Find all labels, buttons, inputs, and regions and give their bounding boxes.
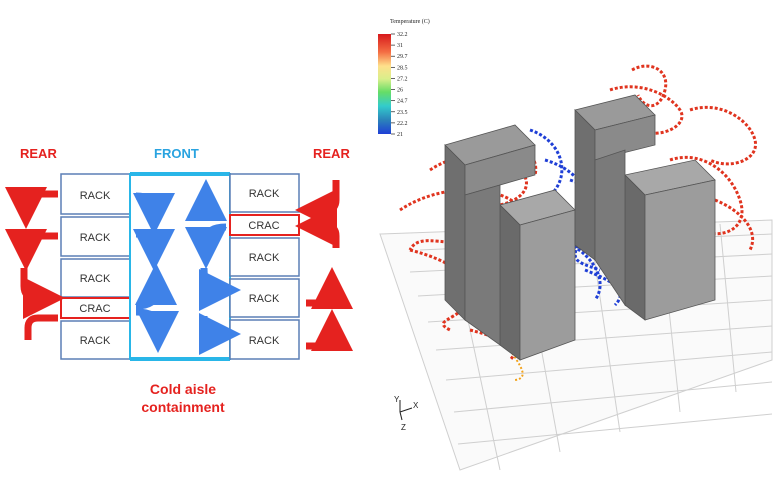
right-box-label-1: RACK (249, 188, 280, 200)
cold-arrow-8 (199, 313, 241, 355)
hot-arrow-right-1 (295, 180, 340, 231)
legend-tick-label: 21 (397, 132, 403, 138)
axes-triad (399, 400, 413, 421)
cold-arrow-7 (199, 267, 241, 311)
caption-line-1: Cold aisle (150, 381, 216, 397)
hot-arrow-right-3 (306, 267, 353, 309)
legend-tick-label: 22.2 (397, 121, 408, 127)
front-label: FRONT (154, 146, 199, 161)
left-box-label-3: RACK (80, 273, 111, 285)
legend-tick-label: 27.2 (397, 76, 408, 82)
hot-arrow-right-2 (295, 205, 340, 248)
left-rack-1 (60, 173, 131, 215)
left-hot-arrows (5, 187, 65, 340)
rack-row-right (574, 94, 716, 321)
legend-tick-label: 28.5 (397, 65, 408, 71)
left-box-label-2: RACK (80, 232, 111, 244)
legend-tick-label: 31 (397, 43, 403, 49)
axis-x-label: X (413, 401, 419, 410)
right-box-label-2: CRAC (248, 220, 279, 232)
right-box-label-3: RACK (249, 252, 280, 264)
rear-right-label: REAR (313, 146, 350, 161)
right-rack-1 (229, 173, 300, 213)
axis-z-label: Z (401, 423, 406, 432)
hot-arrow-left-4 (24, 314, 58, 340)
cold-air-arrows (133, 179, 241, 355)
cold-arrow-6 (185, 223, 227, 269)
cold-aisle-svg: REAR FRONT REAR RACK RACK RACK CRAC RACK… (5, 146, 353, 415)
legend-tick-label: 26 (397, 88, 403, 94)
left-rack-4 (60, 320, 131, 360)
left-box-label-5: RACK (80, 335, 111, 347)
right-rack-2 (229, 237, 300, 277)
legend-tick-label: 23.5 (397, 110, 408, 116)
right-hot-arrows (295, 180, 353, 351)
rack-row-left (444, 124, 576, 361)
cold-aisle-diagram: REAR FRONT REAR RACK RACK RACK CRAC RACK… (0, 0, 370, 480)
rear-left-label: REAR (20, 146, 57, 161)
legend-tick-label: 24.7 (397, 99, 408, 105)
right-rack-3 (229, 278, 300, 318)
cfd-visualization: Temperature (C) 32.2 31 29.7 28.5 27.2 26 24.7… (370, 0, 776, 480)
hot-arrow-left-3 (20, 268, 65, 319)
right-rack-column: RACK CRAC RACK RACK RACK (229, 173, 300, 360)
legend-tick-label: 32.2 (397, 32, 408, 38)
right-box-label-4: RACK (249, 293, 280, 305)
cold-arrow-3 (135, 263, 177, 310)
cfd-svg: Temperature (C) 32.2 31 29.7 28.5 27.2 26 24.7… (378, 18, 773, 471)
cold-arrow-4 (135, 308, 179, 353)
hot-arrow-left-1 (5, 187, 58, 229)
legend-title: Temperature (C) (390, 18, 430, 25)
right-box-label-5: RACK (249, 335, 280, 347)
axis-y-label: Y (394, 395, 400, 404)
cold-arrow-2 (133, 229, 175, 271)
left-rack-column: RACK RACK RACK CRAC RACK (60, 173, 131, 360)
legend-tick-label: 29.7 (397, 54, 408, 60)
left-box-label-1: RACK (80, 190, 111, 202)
legend-ticks: 32.2 31 29.7 28.5 27.2 26 24.7 23.5 22.2 21 (391, 32, 408, 138)
left-rack-2 (60, 216, 131, 257)
left-box-label-4: CRAC (79, 303, 110, 315)
cold-arrow-1 (133, 192, 175, 235)
hot-arrow-right-4 (306, 309, 353, 351)
caption-line-2: containment (141, 399, 225, 415)
hot-arrow-left-2 (5, 229, 58, 271)
legend-colorbar (378, 34, 391, 134)
